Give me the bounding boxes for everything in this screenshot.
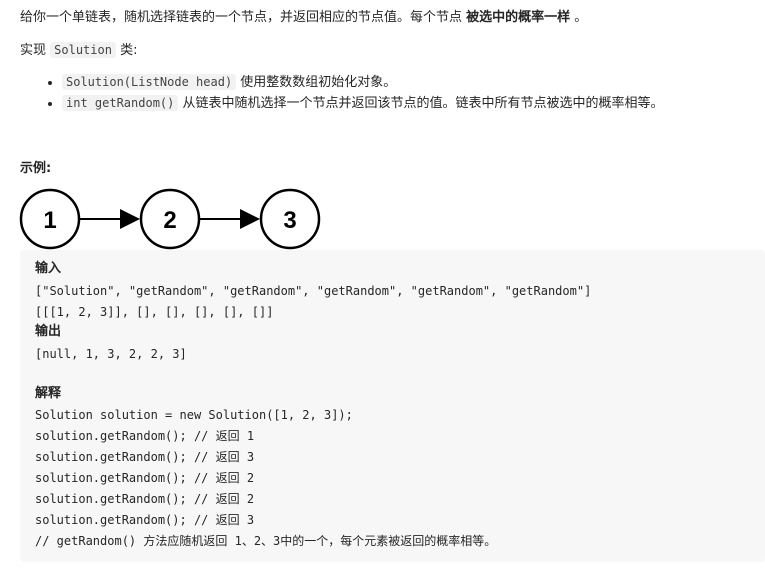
linked-list-diagram: 1 2 3 [19,188,321,250]
code-line: solution.getRandom(); // 返回 3 [35,513,255,527]
input-args-line: [[[1, 2, 3]], [], [], [], [], []] [35,305,274,319]
method-code: int getRandom() [62,95,179,111]
implement-paragraph: 实现 Solution 类: [20,41,137,60]
class-name-code: Solution [50,42,116,58]
implement-suffix: 类: [115,43,138,58]
method-code: Solution(ListNode head) [62,74,237,90]
list-node: 3 [259,188,321,250]
example-title: 示例: [20,161,52,176]
implement-prefix: 实现 [20,43,51,58]
code-line: solution.getRandom(); // 返回 3 [35,450,255,464]
intro-text: 给你一个单链表，随机选择链表的一个节点，并返回相应的节点值。每个节点 [20,10,467,25]
comment-line: // getRandom() 方法应随机返回 1、2、3中的一个，每个元素被返回… [35,534,497,548]
input-methods-line: ["Solution", "getRandom", "getRandom", "… [35,284,592,298]
intro-end: 。 [570,10,588,25]
node-value: 1 [43,207,56,234]
method-desc: 使用整数数组初始化对象。 [236,75,397,90]
output-heading: 输出 [35,324,62,339]
list-node: 1 [19,188,81,250]
node-value: 2 [163,207,176,234]
code-line: Solution solution = new Solution([1, 2, … [35,408,353,422]
method-item: int getRandom() 从链表中随机选择一个节点并返回该节点的值。链表中… [62,93,664,114]
intro-paragraph: 给你一个单链表，随机选择链表的一个节点，并返回相应的节点值。每个节点 被选中的概… [20,9,587,27]
method-desc: 从链表中随机选择一个节点并返回该节点的值。链表中所有节点被选中的概率相等。 [178,96,664,111]
code-line: solution.getRandom(); // 返回 2 [35,492,255,506]
code-line: solution.getRandom(); // 返回 2 [35,471,255,485]
explanation-heading: 解释 [35,386,62,401]
method-item: Solution(ListNode head) 使用整数数组初始化对象。 [62,72,664,93]
output-line: [null, 1, 3, 2, 2, 3] [35,347,187,361]
example-code-block: 输入 ["Solution", "getRandom", "getRandom"… [20,250,765,562]
list-node: 2 [139,188,201,250]
node-value: 3 [283,207,296,234]
input-heading: 输入 [35,261,62,276]
code-line: solution.getRandom(); // 返回 1 [35,429,255,443]
intro-bold-text: 被选中的概率一样 [466,10,571,25]
methods-list: Solution(ListNode head) 使用整数数组初始化对象。 int… [20,72,664,114]
